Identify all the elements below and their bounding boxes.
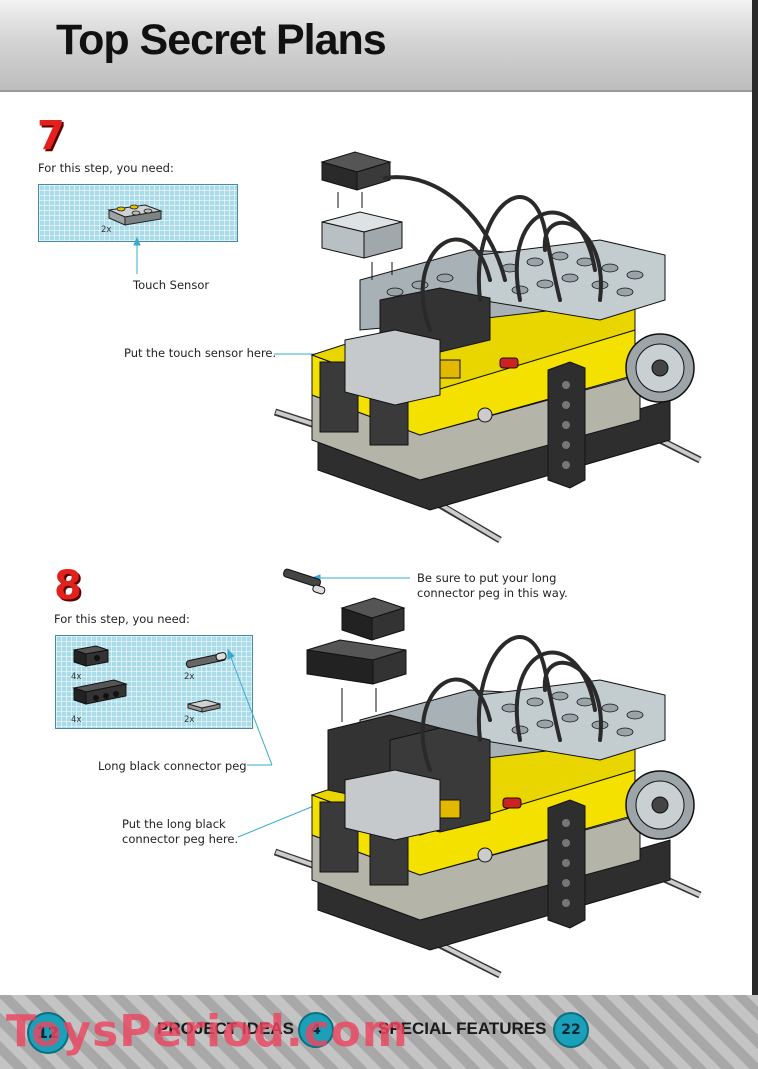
footer-badge-4[interactable]: 4 [298,1012,334,1048]
black-brick-1x2-icon [73,645,109,667]
step-8-model-illustration [273,568,702,979]
step-8-need-label: For this step, you need: [54,612,190,626]
be-sure-peg-label: Be sure to put your long connector peg i… [417,571,568,600]
step-8-parts-box: 4x 2x 4x 2x [55,635,253,729]
step-8-number: 8 [54,563,82,609]
footer-section-project-ideas[interactable]: PROJECT IDEAS [157,1019,294,1038]
step-7-need-label: For this step, you need: [38,161,174,175]
step-8-part-qty-1: 4x [71,672,82,682]
put-touch-sensor-label: Put the touch sensor here. [124,346,277,360]
step-8-part-qty-2: 2x [184,672,195,682]
step-8-part-qty-4: 2x [184,715,195,725]
step-7-model-illustration [273,151,702,544]
long-connector-peg-icon [185,652,227,669]
long-peg-label: Long black connector peg [98,759,247,773]
page-edge [752,0,758,1069]
step-7-parts-box: 2x [38,184,238,242]
put-peg-label: Put the long black connector peg here. [122,817,239,846]
page-number-left: 12 [27,1012,69,1054]
step-8-parts-icons [72,645,227,713]
footer-bar [0,995,758,1069]
black-brick-1x4-icon [72,679,128,705]
page-number-right[interactable]: 22 [553,1012,589,1048]
page-title: Top Secret Plans [56,16,387,64]
header-bar [0,0,758,92]
step-7-part-qty: 2x [101,225,112,235]
watermark: ToysPeriod.com [6,1006,409,1057]
touch-sensor-part-icon [107,204,163,226]
touch-sensor-label: Touch Sensor [133,278,210,292]
step-7-number: 7 [37,113,65,159]
footer-section-special-features[interactable]: SPECIAL FEATURES [378,1019,547,1038]
gray-plate-icon [187,699,221,713]
step-8-part-qty-3: 4x [71,715,82,725]
